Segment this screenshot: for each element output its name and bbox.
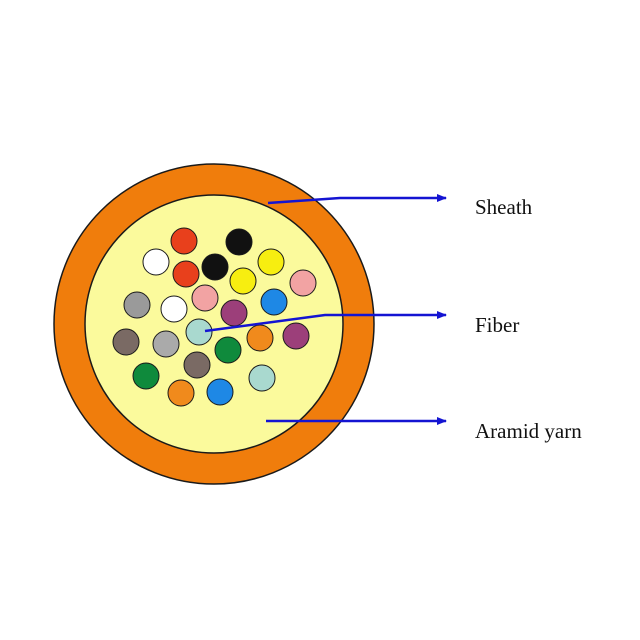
fiber-7 bbox=[257, 248, 285, 276]
leader-lines bbox=[204, 194, 447, 425]
fiber-15 bbox=[152, 330, 180, 358]
fiber-1 bbox=[170, 227, 198, 255]
fiber-9 bbox=[160, 295, 188, 323]
fiber-24 bbox=[248, 364, 276, 392]
fiber-17 bbox=[246, 324, 274, 352]
fiber-11 bbox=[289, 269, 317, 297]
sheath-leader-line bbox=[267, 194, 447, 205]
fiber-18 bbox=[282, 322, 310, 350]
fiber-leader-line bbox=[204, 311, 447, 333]
fiber-20 bbox=[132, 362, 160, 390]
fiber-19 bbox=[214, 336, 242, 364]
aramid-yarn-core bbox=[84, 194, 344, 454]
fiber-14 bbox=[112, 328, 140, 356]
fiber-23 bbox=[206, 378, 234, 406]
aramid-yarn-label: Aramid yarn bbox=[475, 419, 582, 443]
fiber-16 bbox=[185, 318, 213, 346]
fiber-2 bbox=[225, 228, 253, 256]
fiber-12 bbox=[260, 288, 288, 316]
fiber-4 bbox=[172, 260, 200, 288]
sheath-label: Sheath bbox=[475, 195, 533, 219]
fiber-5 bbox=[201, 253, 229, 281]
fiber-group bbox=[112, 227, 317, 407]
fiber-21 bbox=[183, 351, 211, 379]
fiber-8 bbox=[123, 291, 151, 319]
fiber-10 bbox=[191, 284, 219, 312]
fiber-3 bbox=[142, 248, 170, 276]
fiber-13 bbox=[220, 299, 248, 327]
fiber-22 bbox=[167, 379, 195, 407]
fiber-label: Fiber bbox=[475, 313, 520, 337]
fiber-6 bbox=[229, 267, 257, 295]
